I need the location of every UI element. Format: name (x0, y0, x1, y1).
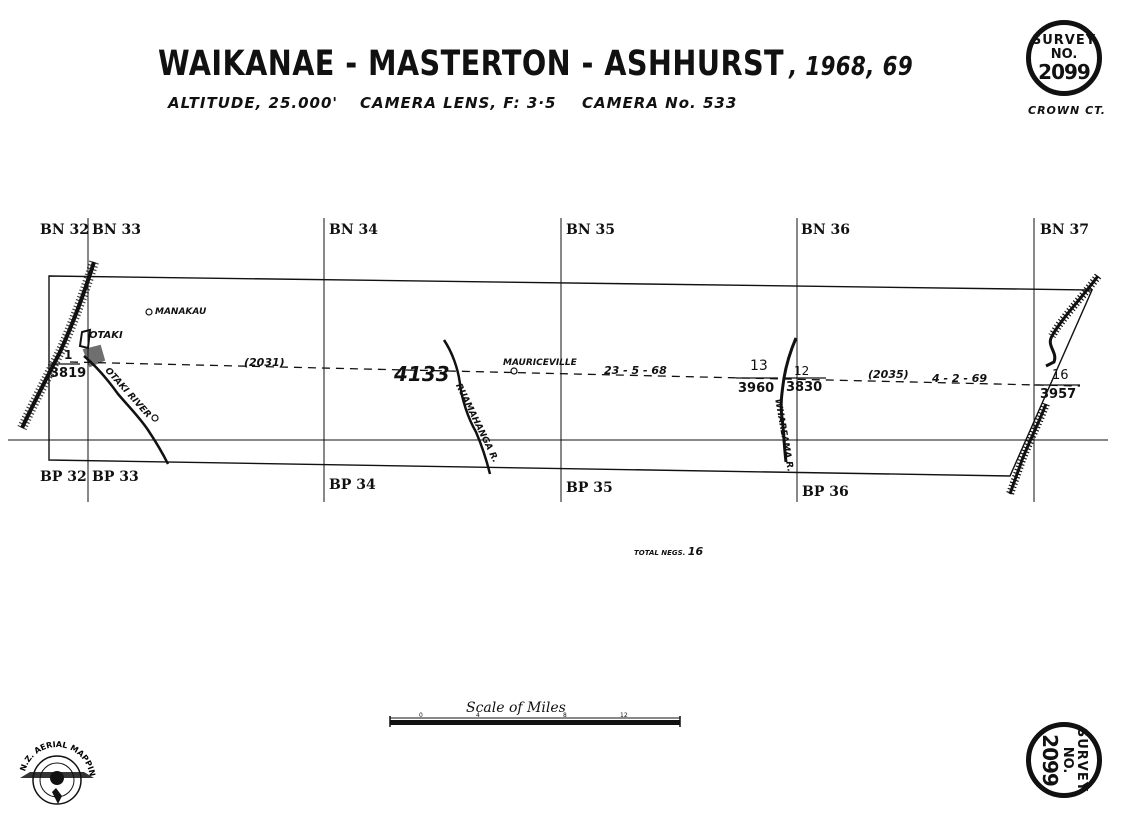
grid-label-bn37: BN 37 (1040, 222, 1089, 238)
film-number-3830: 3830 (786, 380, 823, 395)
survey-seal-bottom: SURVEY NO. 2099 (1026, 722, 1102, 798)
grid-label-bn32: BN 32 (40, 222, 89, 238)
place-manakau: MANAKAU (155, 307, 207, 317)
logo-text: N.Z. AERIAL MAPPING LTD. (12, 738, 97, 777)
map-title-year: , 1968, 69 (788, 52, 914, 82)
run-label-4133: 4133 (394, 362, 450, 386)
frame-number-separators (50, 363, 1080, 386)
scale-tick-8: 8 (563, 712, 567, 719)
grid-label-bp34: BP 34 (329, 477, 376, 493)
place-otaki: OTAKI (89, 330, 123, 341)
coverage-boundary (48, 275, 1094, 477)
grid-label-bn33: BN 33 (92, 222, 141, 238)
grid-label-bn34: BN 34 (329, 222, 378, 238)
altitude-text: ALTITUDE, 25.000' (168, 94, 339, 112)
scale-tick-4: 4 (476, 712, 480, 719)
camera-lens-text: CAMERA LENS, F: 3·5 (360, 94, 557, 112)
frame-number-16: 16 (1052, 368, 1069, 383)
flight-line (69, 361, 1081, 387)
grid-label-bp35: BP 35 (566, 480, 613, 496)
run-label-2031: (2031) (244, 356, 285, 369)
camera-number-text: CAMERA No. 533 (582, 94, 738, 112)
frame-number-13: 13 (750, 358, 768, 374)
rivers (78, 328, 798, 475)
grid-label-bn36: BN 36 (801, 222, 850, 238)
film-number-3960: 3960 (738, 381, 775, 396)
run-label-2035: (2035) (868, 368, 909, 381)
scale-tick-12: 12 (620, 712, 628, 719)
grid-label-bp33: BP 33 (92, 469, 139, 485)
frame-number-12: 12 (794, 364, 810, 378)
grid-lines (8, 218, 1108, 502)
frame-number-start: 1 (64, 348, 73, 362)
total-negatives: TOTAL NEGS. 16 (634, 545, 704, 558)
scale-tick-0: 0 (419, 712, 423, 719)
manakau-marker (145, 308, 153, 316)
flight-date-b: 4 - 2 - 69 (932, 372, 988, 385)
film-number-start: 3819 (50, 366, 87, 381)
scale-bar (389, 716, 681, 727)
grid-label-bn35: BN 35 (566, 222, 615, 238)
grid-label-bp36: BP 36 (802, 484, 849, 500)
film-number-3957: 3957 (1040, 387, 1077, 402)
coastline (17, 260, 1102, 496)
crown-copyright: CROWN CT. (1028, 104, 1106, 117)
flight-date-a: 23 - 5 - 68 (604, 364, 667, 377)
grid-label-bp32: BP 32 (40, 469, 87, 485)
survey-seal-top: SURVEY NO. 2099 (1026, 20, 1102, 96)
map-title: WAIKANAE - MASTERTON - ASHHURST, 1968, 6… (158, 44, 914, 84)
scale-label: Scale of Miles (466, 700, 566, 716)
otaki-river-mouth-marker (151, 414, 159, 422)
place-mauriceville: MAURICEVILLE (503, 358, 577, 368)
nz-aerial-mapping-logo: N.Z. AERIAL MAPPING LTD. (12, 738, 97, 805)
mauriceville-marker (510, 367, 518, 375)
